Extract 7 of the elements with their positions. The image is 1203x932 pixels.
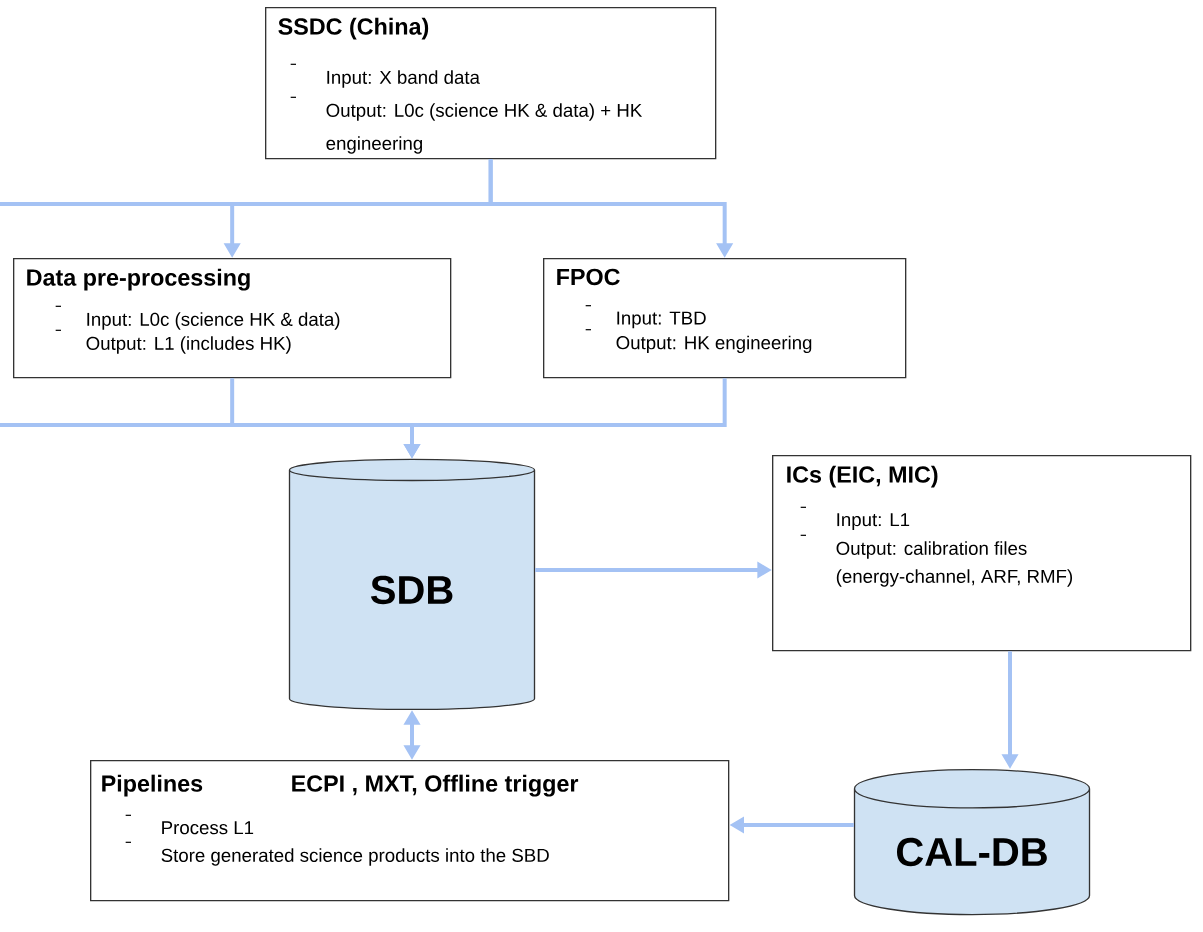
process-box: Data pre-processing Input: L0c (science HK & data) Output: L1 (includes HK) (13, 258, 452, 379)
database-cylinder: CAL-DB (853, 768, 1091, 916)
process-box: SSDC (China) Input: X band data Output: L0c (science HK & data) + HK engineering (265, 7, 717, 160)
process-box: ICs (EIC, MIC) Input: L1 Output: calibration files (energy-channel, ARF, RMF) (772, 455, 1192, 652)
process-box: Pipelines ECPI , MXT, Offline trigger Process L1 Store generated science products into the SBD (90, 760, 730, 902)
database-cylinder: SDB (288, 458, 536, 711)
process-box: FPOC Input: TBD Output: HK engineering (543, 258, 907, 379)
